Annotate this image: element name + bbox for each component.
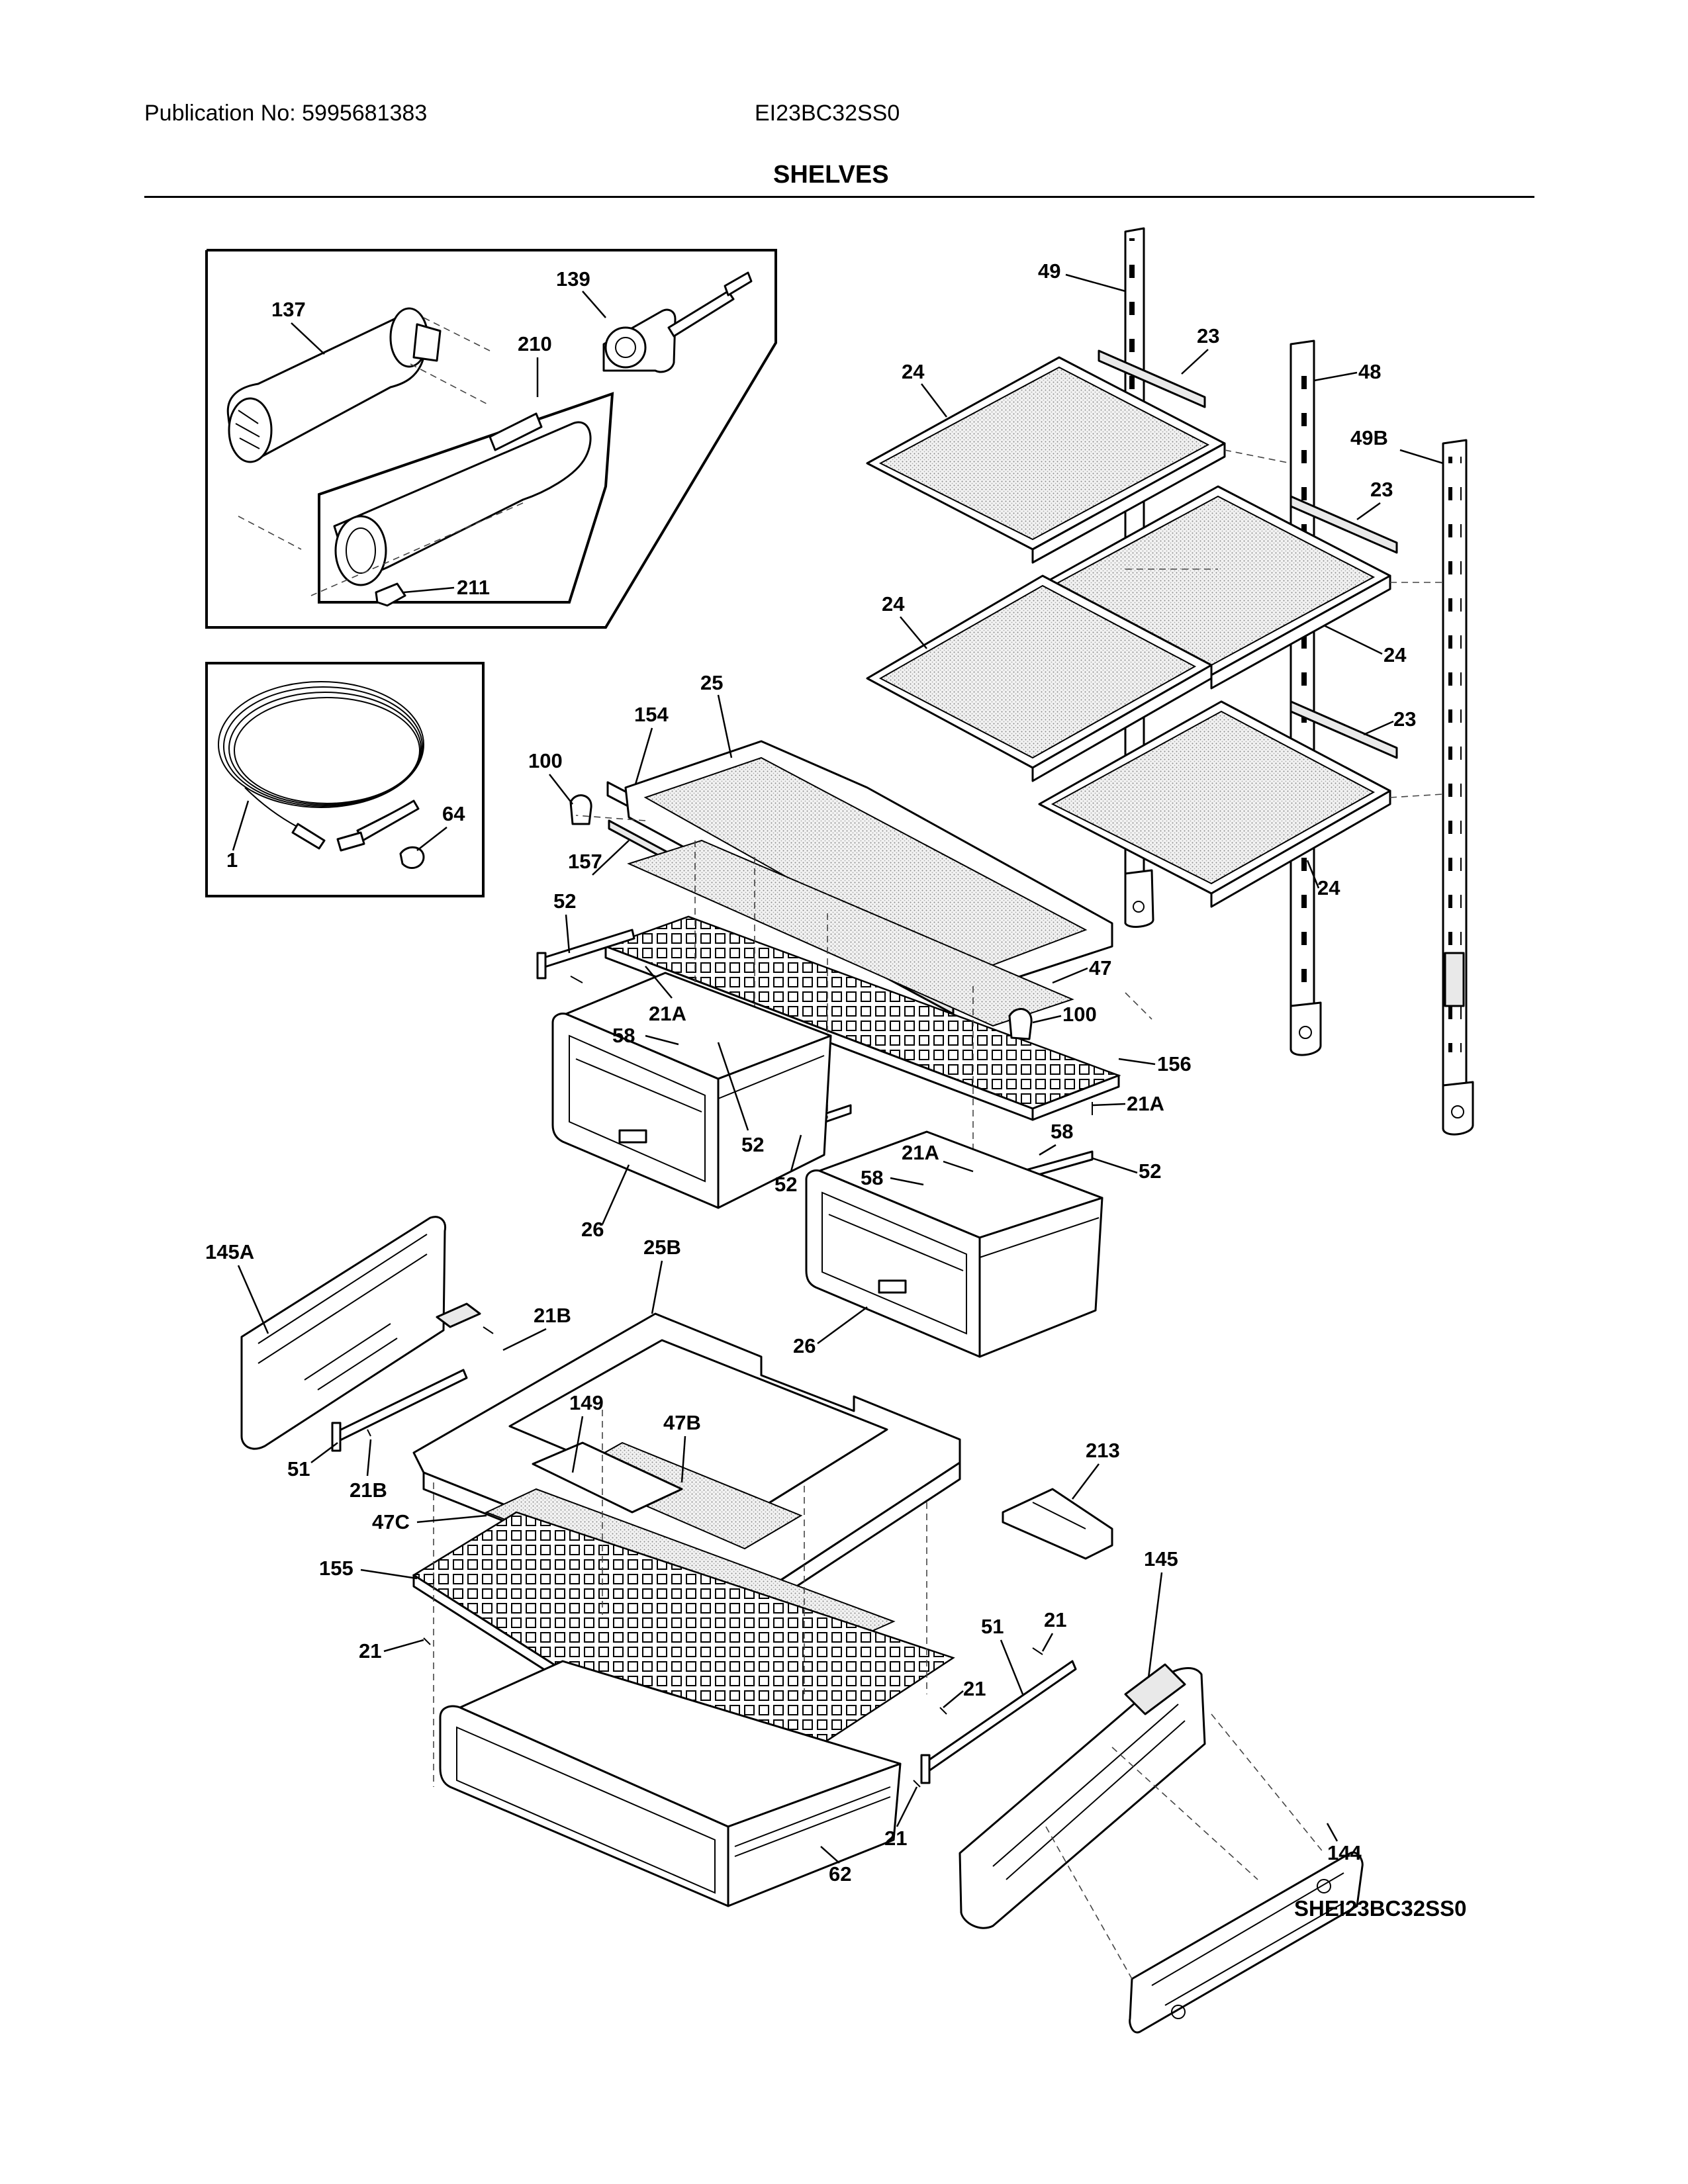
filter-cartridge xyxy=(226,307,442,463)
callout-23-top: 23 xyxy=(1197,324,1219,347)
callout-25: 25 xyxy=(700,671,723,694)
callout-21-a: 21 xyxy=(1044,1608,1066,1631)
callout-21a-3: 21A xyxy=(902,1141,939,1164)
callout-47c: 47C xyxy=(372,1510,410,1533)
filter-housing-subframe xyxy=(318,392,614,604)
lower-drawer-assembly xyxy=(240,1216,1364,2034)
callout-21b-2: 21B xyxy=(350,1479,387,1502)
callout-21-b: 21 xyxy=(359,1639,381,1662)
callout-211: 211 xyxy=(457,576,490,599)
callout-24-right: 24 xyxy=(1383,643,1407,666)
filter-housing xyxy=(333,412,592,586)
callout-52-d: 52 xyxy=(1139,1160,1161,1183)
humidity-control-left xyxy=(569,794,592,825)
callout-47: 47 xyxy=(1089,956,1111,979)
drawer-slide-bracket-left xyxy=(240,1216,447,1450)
publication-number: Publication No: 5995681383 xyxy=(144,101,428,126)
callout-1: 1 xyxy=(226,848,238,872)
shelf-support-23-low xyxy=(1289,700,1398,759)
callout-51-b: 51 xyxy=(981,1615,1004,1638)
callout-156: 156 xyxy=(1157,1052,1192,1075)
lower-drawer-trim-149 xyxy=(532,1441,683,1514)
callout-26-a: 26 xyxy=(581,1218,604,1241)
shelf-callouts: 49 23 48 24 49B 23 24 24 23 24 xyxy=(882,259,1444,899)
callout-100-right: 100 xyxy=(1062,1003,1097,1026)
divider-clip-213 xyxy=(1002,1488,1113,1560)
callout-149: 149 xyxy=(569,1391,604,1414)
callout-48: 48 xyxy=(1358,360,1381,383)
drawer-bracket-144 xyxy=(1129,1851,1364,2034)
model-number: EI23BC32SS0 xyxy=(755,101,900,126)
callout-24-top: 24 xyxy=(902,360,925,383)
callout-58-b: 58 xyxy=(1051,1120,1073,1143)
callout-154: 154 xyxy=(634,703,669,726)
callout-21b-1: 21B xyxy=(534,1304,571,1327)
drawer-slide-bracket-right xyxy=(959,1667,1206,1929)
crisper-callouts: 25 154 100 157 52 47 21A 100 58 156 21A … xyxy=(528,671,1192,1241)
callout-62: 62 xyxy=(829,1862,851,1886)
shelf-support-23-top xyxy=(1098,349,1206,408)
humidity-control-right xyxy=(1008,1008,1033,1040)
water-line-inset: 1 64 xyxy=(205,662,485,897)
callout-157: 157 xyxy=(568,850,602,873)
callout-21a-2: 21A xyxy=(1127,1092,1164,1115)
shelf-support-23-mid xyxy=(1289,495,1398,554)
diagram-code: SHEI23BC32SS0 xyxy=(1294,1896,1466,1921)
callout-139: 139 xyxy=(556,267,590,291)
callout-47b: 47B xyxy=(663,1411,701,1434)
callout-26-b: 26 xyxy=(793,1334,816,1357)
callout-58-a: 58 xyxy=(612,1024,635,1047)
callout-49b: 49B xyxy=(1350,426,1388,449)
callout-144: 144 xyxy=(1327,1841,1362,1864)
callout-23-mid: 23 xyxy=(1370,478,1393,501)
crisper-drawers xyxy=(551,972,1103,1358)
callout-21-d: 21 xyxy=(884,1827,907,1850)
callout-23-low: 23 xyxy=(1393,707,1416,731)
filter-head-connector xyxy=(602,271,753,373)
callout-210: 210 xyxy=(518,332,552,355)
callout-155: 155 xyxy=(319,1557,353,1580)
section-title: SHELVES xyxy=(773,161,889,189)
callout-21a-1: 21A xyxy=(649,1002,686,1025)
callout-137: 137 xyxy=(271,298,306,321)
water-filter-inset: 137 139 210 211 xyxy=(205,249,777,629)
crisper-glass-47 xyxy=(627,839,1074,1027)
water-line-coil xyxy=(218,681,424,852)
lower-drawer-callouts: 145A 25B 21B 26 149 47B 51 21B 213 47C 1… xyxy=(205,1236,1362,1886)
callout-64: 64 xyxy=(442,802,465,825)
filter-inset-frame xyxy=(205,249,777,629)
filter-clip xyxy=(375,582,406,607)
water-line-inset-frame xyxy=(205,662,485,897)
callout-21-c: 21 xyxy=(963,1677,986,1700)
callout-24-lower: 24 xyxy=(1317,876,1340,899)
callout-49: 49 xyxy=(1038,259,1060,283)
callout-213: 213 xyxy=(1086,1439,1120,1462)
header-rule xyxy=(144,196,1534,198)
callout-51-a: 51 xyxy=(287,1457,310,1480)
callout-100-left: 100 xyxy=(528,749,563,772)
callout-52-b: 52 xyxy=(741,1133,764,1156)
callout-24-left: 24 xyxy=(882,592,905,615)
callout-52-c: 52 xyxy=(774,1173,797,1196)
callout-145: 145 xyxy=(1144,1547,1178,1570)
callout-52-a: 52 xyxy=(553,889,576,913)
crisper-cover-assembly xyxy=(536,740,1152,1207)
water-line-clip xyxy=(399,846,425,869)
callout-145a: 145A xyxy=(205,1240,254,1263)
callout-25b: 25B xyxy=(643,1236,681,1259)
glass-shelves xyxy=(866,356,1444,908)
callout-58-c: 58 xyxy=(861,1166,883,1189)
